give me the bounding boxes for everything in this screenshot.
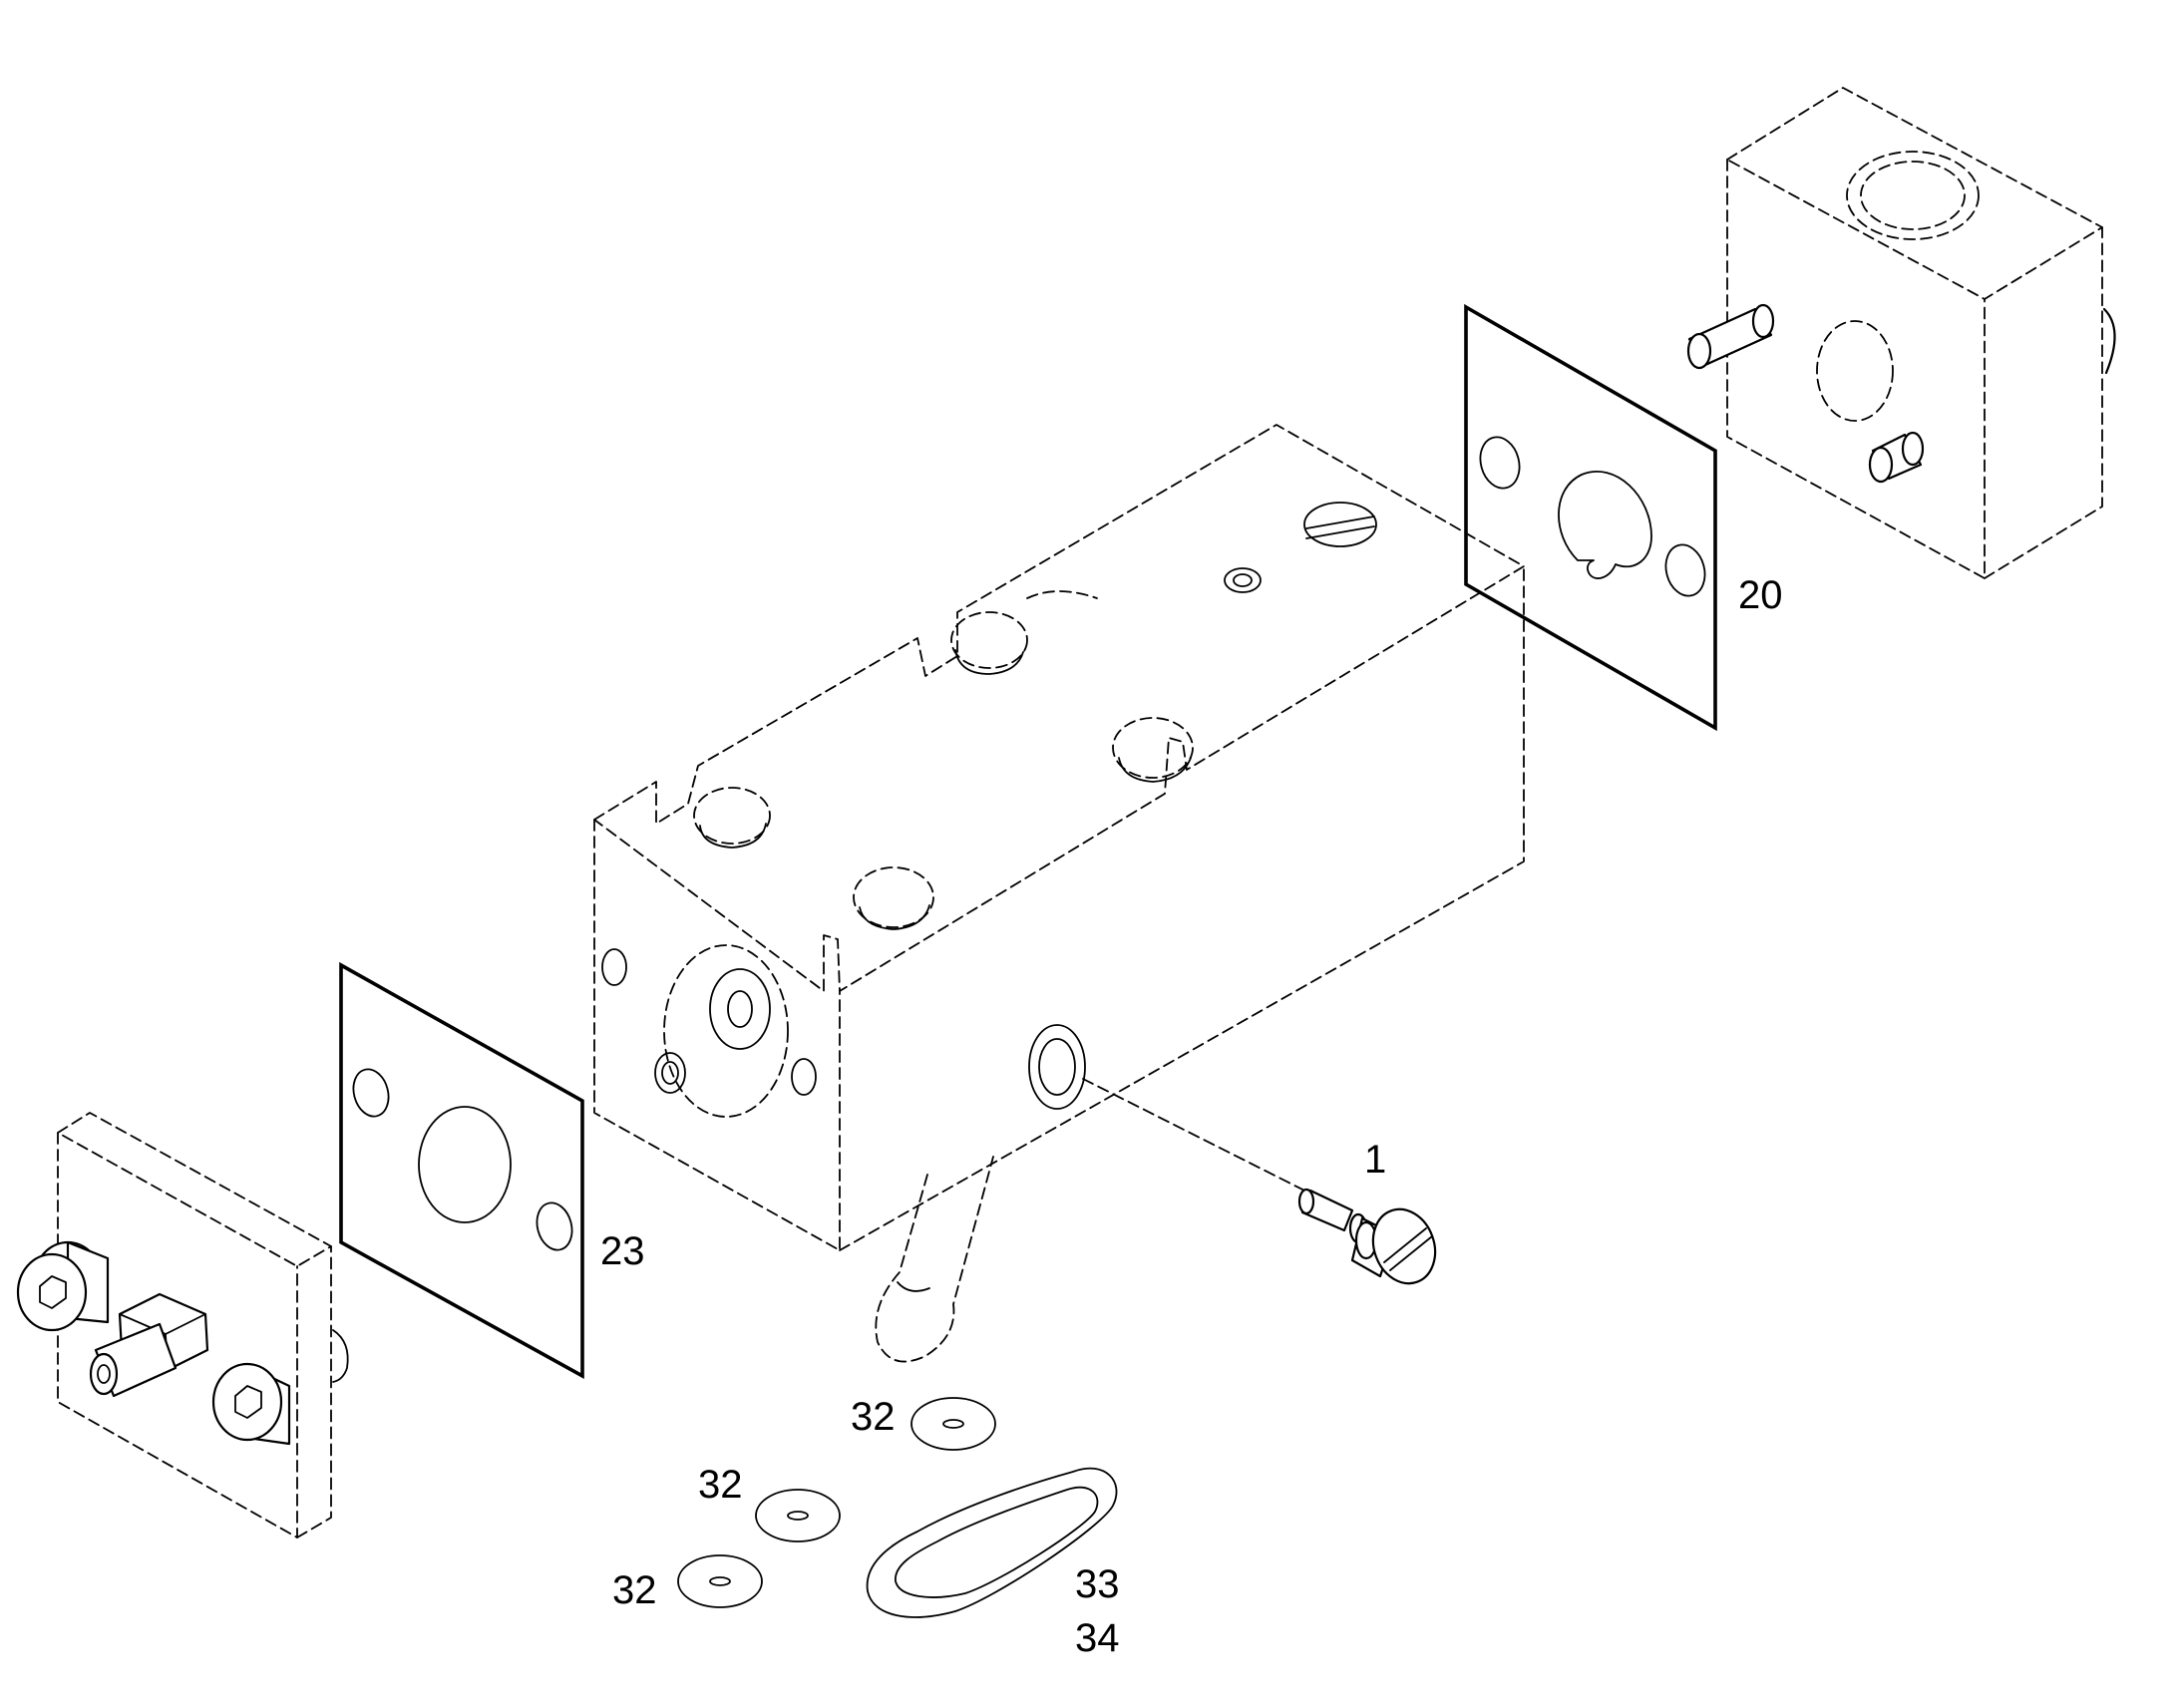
- callout-34: 34: [1075, 1616, 1120, 1660]
- washer-32-middle: [755, 1489, 841, 1542]
- valve-body: [593, 424, 1525, 1363]
- callout-23: 23: [600, 1229, 645, 1273]
- leader-line-1: [1082, 1078, 1321, 1199]
- washer-32-top: [910, 1397, 996, 1451]
- seal-ring-33-34: [866, 1467, 1118, 1618]
- callout-32-middle: 32: [698, 1463, 743, 1507]
- gasket-23: [339, 961, 584, 1380]
- callout-1: 1: [1364, 1138, 1386, 1182]
- left-end-plate: [16, 1112, 349, 1538]
- right-end-cap: [1686, 87, 2116, 579]
- callout-32-bottom: 32: [612, 1568, 657, 1612]
- callout-32-top: 32: [851, 1395, 896, 1439]
- screw-1: [1297, 1188, 1437, 1285]
- callout-20: 20: [1738, 573, 1783, 617]
- callout-33: 33: [1075, 1562, 1120, 1606]
- gasket-20: [1464, 303, 1717, 732]
- washer-32-bottom: [677, 1554, 763, 1608]
